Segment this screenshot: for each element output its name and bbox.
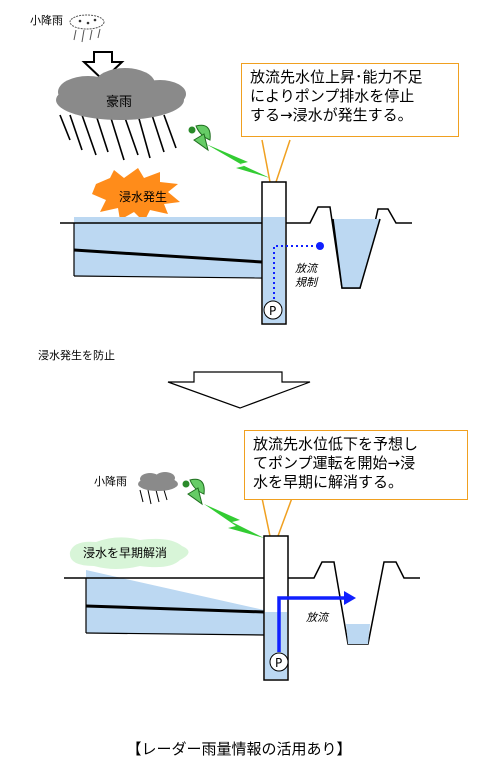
early-resolve-label: 浸水を早期解消 — [83, 546, 167, 560]
bottom-radar-antenna-icon — [182, 478, 205, 506]
flood-burst-icon — [92, 168, 180, 222]
outflow-arrowhead-icon — [344, 591, 356, 605]
top-callout-pointer — [261, 139, 271, 183]
transition-label: 浸水発生を防止 — [38, 348, 115, 362]
top-light-rain-label: 小降雨 — [30, 13, 63, 27]
top-pump-icon — [263, 300, 283, 320]
diagram-caption: 【レーダー雨量情報の活用あり】 — [126, 740, 352, 758]
bottom-callout: 放流先水位低下を予想し てポンプ運転を開始→浸 水を早期に解消する。 — [244, 430, 468, 500]
early-resolve-cloud-icon — [69, 537, 189, 569]
signal-bolt-icon — [206, 144, 270, 178]
bottom-light-rain-cloud-icon — [138, 472, 178, 505]
radar-antenna-icon — [188, 124, 211, 152]
heavy-rain-label: 豪雨 — [106, 94, 132, 110]
top-callout: 放流先水位上昇･能力不足 によりポンプ排水を停止 する→浸水が発生する。 — [241, 63, 459, 137]
bottom-draining-ground — [86, 570, 264, 635]
top-flooded-ground — [74, 217, 262, 278]
top-pump-label: P — [269, 304, 276, 318]
outflow-label: 放流 — [306, 611, 330, 624]
heavy-rain-cloud-icon — [56, 68, 186, 161]
bottom-pump-icon — [269, 652, 289, 672]
restricted-outflow-label-2: 規制 — [295, 276, 319, 289]
bottom-pump-label: P — [275, 656, 282, 670]
bottom-callout-pointer — [261, 497, 271, 537]
transition-arrow-icon — [167, 371, 311, 409]
flood-burst-label: 浸水発生 — [119, 190, 167, 204]
light-rain-icon — [69, 14, 105, 43]
restricted-outflow-label-1: 放流 — [295, 262, 319, 275]
outflow-arrow — [277, 596, 344, 652]
bottom-light-rain-label: 小降雨 — [94, 474, 127, 488]
bottom-signal-bolt-icon — [204, 504, 264, 538]
